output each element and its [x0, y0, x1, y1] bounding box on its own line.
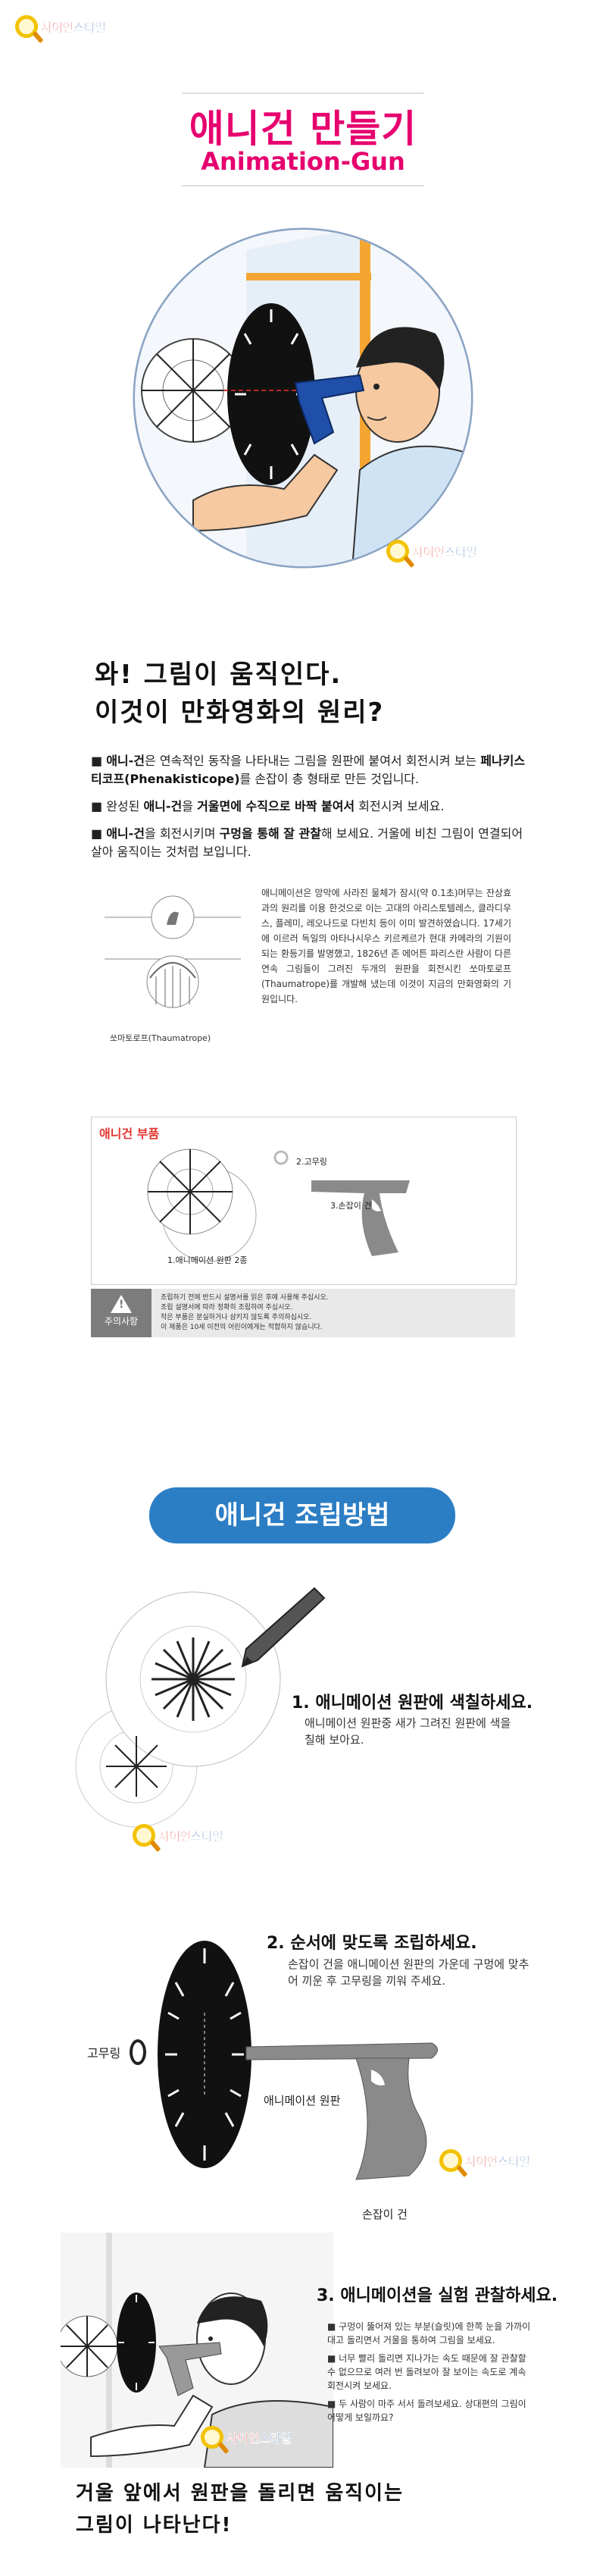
intro-bullet-2: ■ 완성된 애니-건을 거울면에 수직으로 바짝 붙여서 회전시켜 보세요. — [91, 799, 445, 813]
step2-illustration — [106, 1937, 454, 2187]
rubber-ring-icon — [130, 2039, 147, 2065]
intro-bullet-1: ■ 애니-건은 연속적인 동작을 나타내는 그림을 원판에 붙여서 회전시켜 보… — [91, 754, 526, 786]
brand-logo: 사이언스타일 — [15, 15, 106, 38]
step3-title: 3. 애니메이션을 실험 관찰하세요. — [317, 2286, 558, 2305]
intro-headline-1: 와! 그림이 움직인다. — [95, 660, 342, 690]
intro-headline-2: 이것이 만화영화의 원리? — [95, 697, 385, 728]
step1-illustration — [53, 1584, 326, 1835]
step2-label-ring: 고무링 — [87, 2046, 121, 2060]
warning-icon: ! — [111, 1295, 132, 1313]
magnifier-icon — [133, 1824, 155, 1847]
page-subtitle: Animation-Gun — [201, 147, 405, 176]
parts-label-gun: 3.손잡이 건 — [330, 1201, 372, 1211]
brand-logo-step3: 사이언스타일 — [201, 2426, 292, 2449]
caution-notes: 조립하기 전에 반드시 설명서를 읽은 후에 사용해 주십시오. 조립 설명서에… — [161, 1294, 329, 1331]
magnifier-icon — [386, 540, 409, 563]
magnifier-icon — [201, 2426, 223, 2449]
parts-label-ring: 2.고무링 — [296, 1157, 327, 1167]
caution-badge: ! 주의사항 — [91, 1289, 152, 1337]
step2-desc: 손잡이 건을 애니메이션 원판의 가운데 구멍에 맞추어 끼운 후 고무링을 끼… — [288, 1957, 529, 1988]
intro-bullet-3: ■ 애니-건을 회전시키며 구멍을 통해 잘 관찰해 보세요. 거울에 비친 그… — [91, 826, 523, 859]
step1-title: 1. 애니메이션 원판에 색칠하세요. — [292, 1694, 533, 1713]
step1-desc: 애니메이션 원판중 새가 그려진 원판에 색을 칠해 보아요. — [305, 1716, 511, 1747]
hero-illustration — [133, 227, 473, 569]
step2-label-gun: 손잡이 건 — [362, 2208, 408, 2221]
brand-logo-step2: 사이언스타일 — [439, 2149, 530, 2172]
title-rule-bottom — [182, 185, 424, 186]
page-title: 애니건 만들기 — [189, 107, 417, 151]
brand-logo-hero: 사이언스타일 — [386, 540, 477, 563]
step3-bullets: ■ 구멍이 뚫어져 있는 부분(슬릿)에 한쪽 눈을 가까이 대고 돌리면서 거… — [327, 2320, 536, 2424]
step3-illustration — [56, 2233, 334, 2468]
brand-logo-step1: 사이언스타일 — [133, 1824, 223, 1847]
step3-bullet: ■ 구멍이 뚫어져 있는 부분(슬릿)에 한쪽 눈을 가까이 대고 돌리면서 거… — [327, 2321, 531, 2346]
magnifier-icon — [15, 15, 38, 38]
parts-label-disc: 1.애니메이션 원판 2종 — [167, 1255, 248, 1265]
footer-caption-2: 그림이 나타난다! — [76, 2514, 233, 2537]
step2-title: 2. 순서에 맞도록 조립하세요. — [267, 1934, 477, 1953]
parts-illustration — [137, 1139, 455, 1268]
footer-caption-1: 거울 앞에서 원판을 돌리면 움직이는 — [76, 2482, 405, 2505]
parts-title: 애니건 부품 — [99, 1127, 160, 1141]
step2-label-disc: 애니메이션 원판 — [264, 2094, 341, 2107]
step3-bullet: ■ 너무 빨리 돌리면 지나가는 속도 때문에 잘 관찰할 수 없으므로 여러 … — [327, 2353, 526, 2391]
thaumatrope-illustration — [97, 879, 248, 1023]
history-text: 애니메이션은 망막에 사라진 물체가 잠시(약 0.1초)머무는 잔상효과의 원… — [261, 888, 511, 1004]
assembly-title: 애니건 조립방법 — [149, 1487, 455, 1543]
step2-ring: 고무링 — [87, 2039, 147, 2065]
step3-bullet: ■ 두 사람이 마주 서서 돌려보세요. 상대편의 그림이 어떻게 보일까요? — [327, 2399, 526, 2423]
title-rule-top — [182, 92, 424, 94]
parts-box: 애니건 부품 2.고무링 3.손잡이 건 1.애니메이션 원판 2종 — [91, 1117, 517, 1285]
magnifier-icon — [439, 2149, 462, 2172]
thaumatrope-caption: 쏘마토로프(Thaumatrope) — [110, 1033, 211, 1043]
caution-box: ! 주의사항 조립하기 전에 반드시 설명서를 읽은 후에 사용해 주십시오. … — [91, 1289, 515, 1337]
